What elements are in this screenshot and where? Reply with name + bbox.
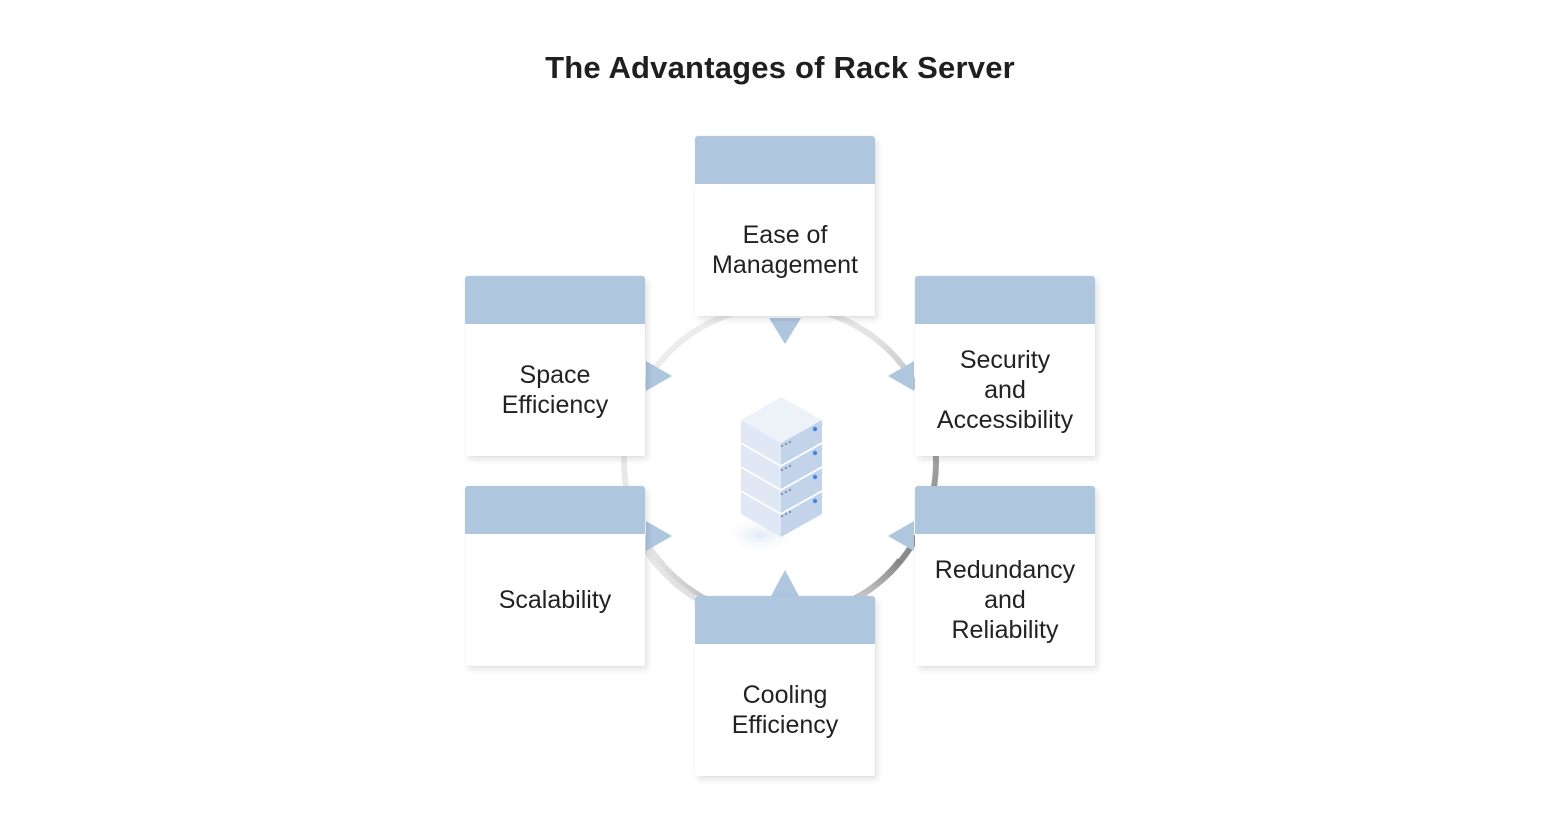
card-label: Ease of Management [712,221,858,279]
card-cooling-efficiency: Cooling Efficiency [695,596,875,776]
card-scalability: Scalability [465,486,645,666]
pointer-security-icon [888,361,914,391]
server-rack-icon [720,397,822,558]
pointer-ease-icon [769,318,801,344]
card-label: Redundancy and Reliability [934,556,1076,644]
card-redundancy-and-reliability: Redundancy and Reliability [915,486,1095,666]
diagram-title: The Advantages of Rack Server [545,50,1015,85]
card-header-band [915,276,1095,324]
pointer-redundancy-icon [888,521,914,551]
card-header-band [465,276,645,324]
pointer-cooling-icon [771,570,799,596]
card-header-band [465,486,645,534]
card-header-band [695,596,875,644]
card-header-band [695,136,875,184]
card-label: Space Efficiency [501,361,609,419]
card-ease-of-management: Ease of Management [695,136,875,316]
card-header-band [915,486,1095,534]
pointer-scalability-icon [646,521,672,551]
card-security-and-accessibility: Security and Accessibility [915,276,1095,456]
card-label: Security and Accessibility [936,346,1074,434]
card-label: Scalability [498,586,612,614]
pointer-space-icon [646,361,672,391]
card-space-efficiency: Space Efficiency [465,276,645,456]
card-label: Cooling Efficiency [731,681,839,739]
